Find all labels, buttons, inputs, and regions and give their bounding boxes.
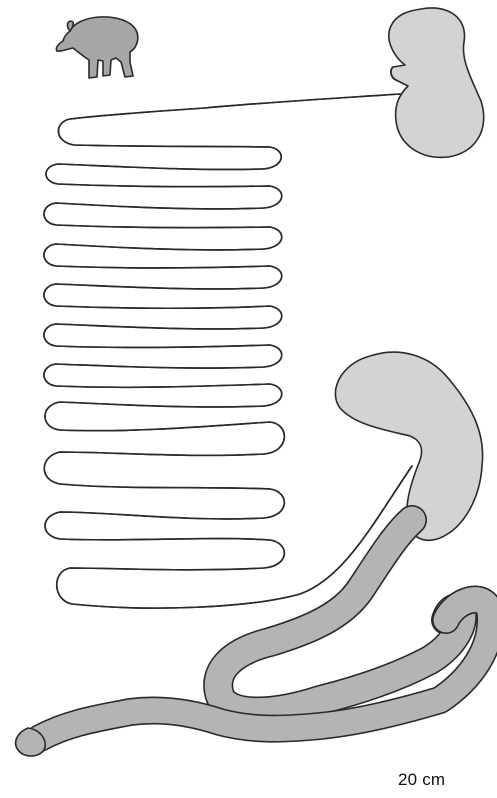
small-intestine-inner — [44, 94, 412, 608]
scale-bar-label: 20 cm — [398, 770, 478, 790]
stomach — [389, 8, 484, 157]
small-intestine — [44, 94, 412, 608]
colon-proximal-fill — [218, 520, 462, 712]
tapir-icon — [56, 17, 137, 78]
stomach-body — [389, 8, 484, 157]
